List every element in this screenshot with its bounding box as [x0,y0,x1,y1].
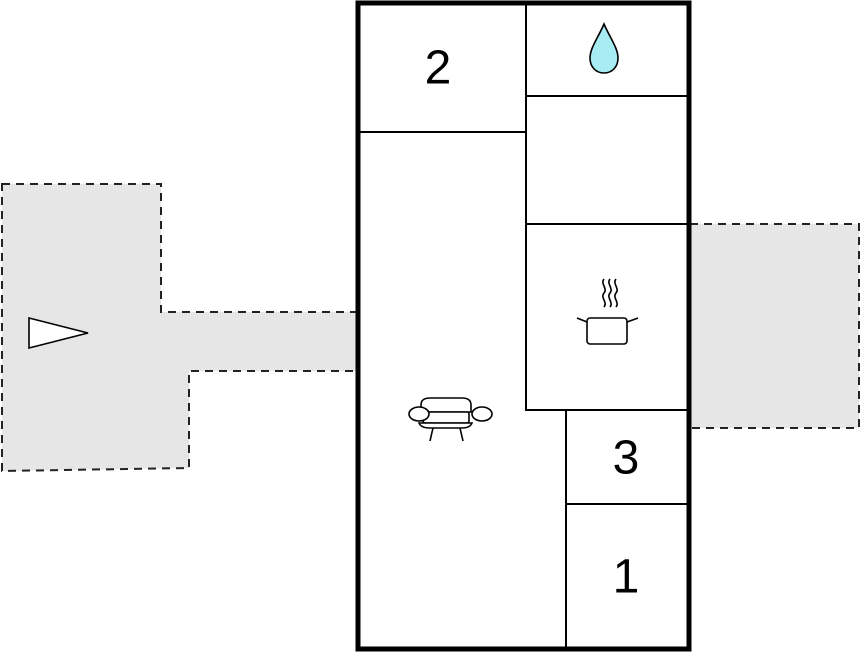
room-label-bedroom-1: 1 [613,551,640,604]
room-label-bedroom-3: 3 [613,432,640,485]
outdoor-area-left [1,183,358,473]
interior-walls [358,3,689,649]
building-outline [355,0,692,652]
entrance-arrow-icon [28,316,89,350]
sofa-icon [408,397,493,442]
cooking-pot-icon [576,278,639,345]
water-drop-icon [589,21,619,74]
room-label-bedroom-2: 2 [425,42,452,95]
outdoor-area-right [690,223,860,429]
